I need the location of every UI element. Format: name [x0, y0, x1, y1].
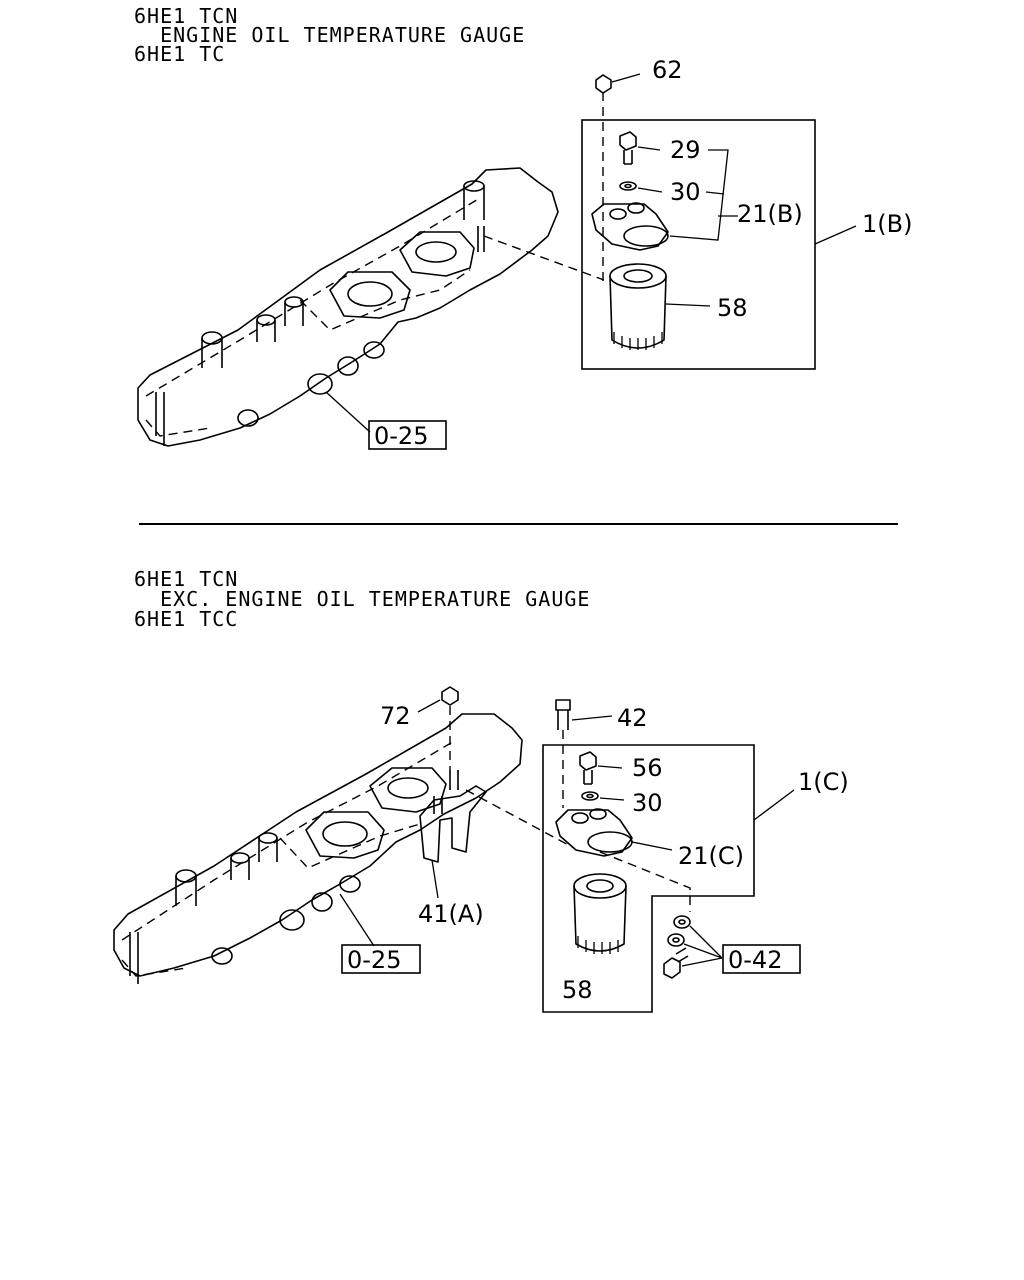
bottom-ref-manifold-box: [341, 944, 421, 974]
bottom-header-line-2: EXC. ENGINE OIL TEMPERATURE GAUGE: [134, 587, 591, 611]
bottom-filter-body: [555, 808, 673, 857]
top-group-bracket: [669, 149, 738, 241]
top-washer: [619, 181, 663, 193]
bottom-callout-long-bolt: 42: [617, 704, 648, 732]
top-manifold: [137, 167, 559, 447]
top-ref-box: [368, 420, 447, 450]
bottom-long-bolt: [555, 699, 613, 730]
bottom-diagram: [113, 686, 801, 1013]
top-header-line-2: ENGINE OIL TEMPERATURE GAUGE: [134, 23, 526, 47]
bottom-callout-nut: 72: [380, 702, 411, 730]
top-callout-ref: 0-25: [374, 422, 428, 450]
bottom-manifold: [113, 713, 523, 984]
bottom-callout-cartridge: 58: [562, 976, 593, 1004]
bottom-callout-filter-body: 21(C): [678, 842, 744, 870]
top-callout-washer: 30: [670, 178, 701, 206]
top-header-line-1: 6HE1 TCN: [134, 4, 239, 28]
top-cartridge: [609, 263, 711, 350]
top-alignment-line: [483, 235, 605, 281]
bottom-callout-ref-hardware: 0-42: [728, 946, 782, 974]
bottom-hardware: [663, 915, 723, 979]
top-header-line-3: 6HE1 TC: [134, 42, 226, 66]
top-callout-assembly: 1(B): [862, 210, 912, 238]
bottom-cartridge: [573, 873, 627, 954]
bottom-header-line-3: 6HE1 TCC: [134, 607, 239, 631]
bottom-callout-bolt: 56: [632, 754, 663, 782]
bottom-callout-bracket: 41(A): [418, 900, 484, 928]
bottom-callout-washer: 30: [632, 789, 663, 817]
top-nut: [595, 73, 641, 94]
top-bolt: [619, 131, 661, 165]
top-callout-filter-body: 21(B): [737, 200, 803, 228]
bottom-assembly-box: [542, 744, 755, 1013]
top-diagram: [137, 73, 857, 450]
bottom-callout-ref-manifold: 0-25: [347, 946, 401, 974]
bottom-callout-assembly: 1(C): [798, 768, 849, 796]
bottom-washer: [581, 791, 625, 801]
top-filter-body: [591, 202, 669, 251]
top-callout-cartridge: 58: [717, 294, 748, 322]
bottom-header-line-1: 6HE1 TCN: [134, 567, 239, 591]
bottom-ref-hardware-box: [722, 944, 801, 974]
bottom-nut: [417, 686, 459, 790]
top-callout-bolt: 29: [670, 136, 701, 164]
top-callout-nut: 62: [652, 56, 683, 84]
top-assembly-box: [581, 119, 816, 370]
bottom-alignment-line: [465, 789, 575, 849]
bottom-bracket: [419, 785, 487, 899]
bottom-bolt: [579, 751, 623, 785]
